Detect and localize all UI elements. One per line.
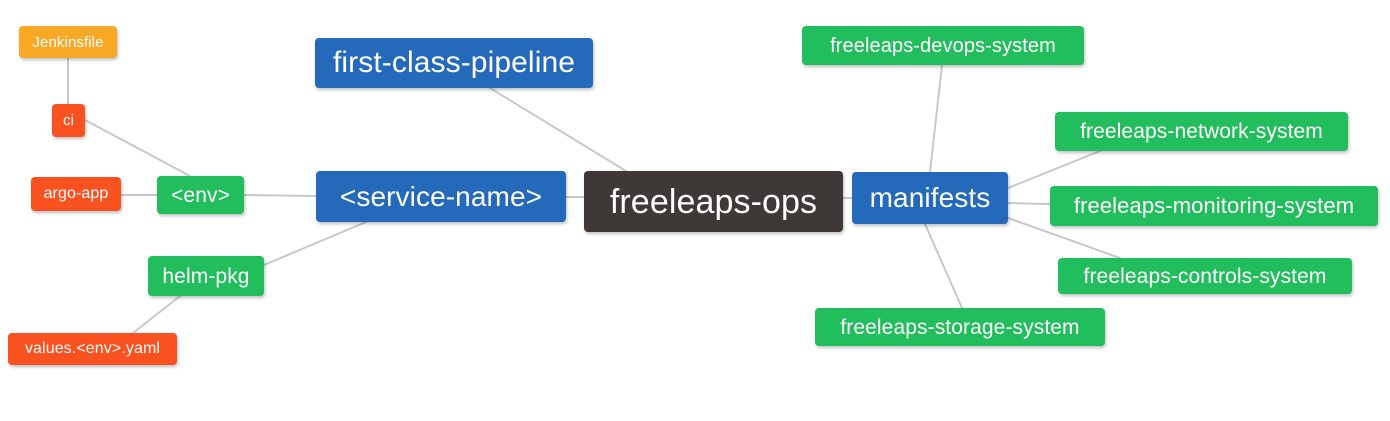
edge-firstclasspipeline-ops (489, 87, 627, 172)
node-service-name[interactable]: <service-name> (316, 171, 566, 222)
node-label-manifests: manifests (869, 182, 991, 213)
node-jenkinsfile[interactable]: Jenkinsfile (19, 26, 117, 58)
node-argo-app[interactable]: argo-app (31, 177, 121, 211)
node-label-freeleaps-network-system: freeleaps-network-system (1080, 120, 1323, 143)
node-freeleaps-monitoring-system[interactable]: freeleaps-monitoring-system (1050, 186, 1378, 226)
edge-valuesyaml-helmpkg (132, 295, 181, 334)
node-freeleaps-controls-system[interactable]: freeleaps-controls-system (1058, 258, 1352, 294)
node-label-freeleaps-controls-system: freeleaps-controls-system (1083, 264, 1327, 288)
edge-manifests-monitoring (1007, 202, 1051, 205)
node-env[interactable]: <env> (157, 176, 244, 214)
edge-ci-env (84, 119, 191, 177)
node-helm-pkg[interactable]: helm-pkg (148, 256, 264, 296)
node-label-jenkinsfile: Jenkinsfile (32, 33, 104, 51)
node-label-values-yaml: values.<env>.yaml (24, 340, 161, 357)
node-label-ci: ci (62, 112, 75, 129)
node-freeleaps-ops[interactable]: freeleaps-ops (584, 171, 843, 232)
edge-helmpkg-servicename (263, 221, 367, 266)
node-label-env: <env> (171, 183, 230, 207)
node-label-service-name: <service-name> (339, 180, 543, 212)
node-first-class-pipeline[interactable]: first-class-pipeline (315, 38, 593, 88)
node-manifests[interactable]: manifests (852, 172, 1008, 224)
node-label-freeleaps-storage-system: freeleaps-storage-system (840, 315, 1080, 339)
edge-manifests-network (1007, 150, 1101, 189)
node-freeleaps-devops-system[interactable]: freeleaps-devops-system (802, 26, 1084, 65)
node-freeleaps-storage-system[interactable]: freeleaps-storage-system (815, 308, 1105, 346)
node-ci[interactable]: ci (52, 104, 85, 137)
node-label-freeleaps-devops-system: freeleaps-devops-system (830, 34, 1056, 57)
node-values-yaml[interactable]: values.<env>.yaml (8, 333, 177, 365)
edge-manifests-storage (924, 223, 963, 309)
node-label-freeleaps-monitoring-system: freeleaps-monitoring-system (1073, 193, 1355, 218)
node-label-freeleaps-ops: freeleaps-ops (609, 182, 818, 221)
node-label-first-class-pipeline: first-class-pipeline (332, 46, 576, 79)
edge-env-servicename (243, 194, 317, 197)
node-freeleaps-network-system[interactable]: freeleaps-network-system (1055, 112, 1348, 151)
node-label-argo-app: argo-app (43, 185, 109, 202)
node-label-helm-pkg: helm-pkg (162, 264, 250, 288)
edge-manifests-devops (929, 64, 943, 173)
